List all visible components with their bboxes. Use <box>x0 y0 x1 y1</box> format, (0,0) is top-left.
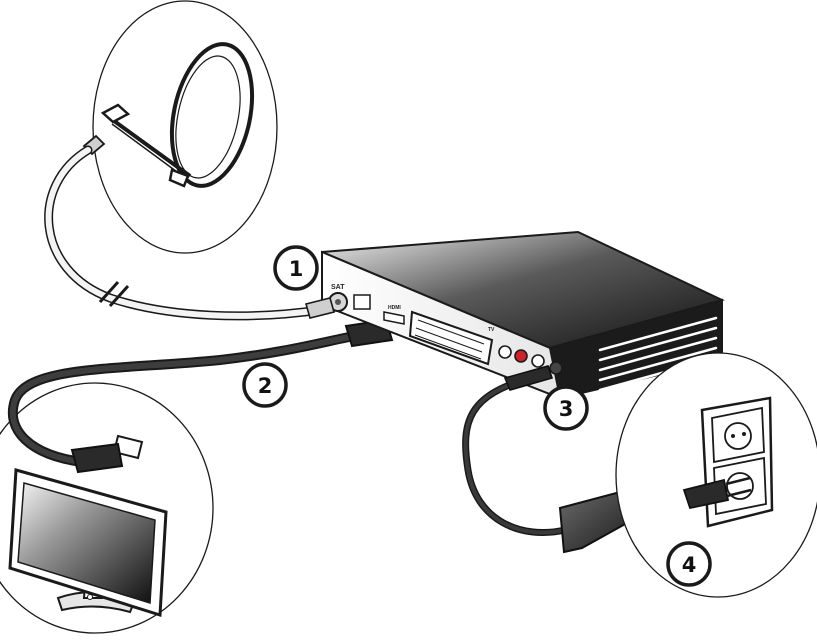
hdmi-cable <box>7 318 394 474</box>
satellite-dish-bubble <box>82 0 278 254</box>
rca-red-port <box>514 349 528 363</box>
receiver-box-icon: SAT HDMI TV <box>305 230 725 400</box>
sat-connector <box>305 292 348 319</box>
tv-label: TV <box>488 327 495 333</box>
step-number-1: 1 <box>289 257 304 281</box>
power-adapter <box>558 490 638 554</box>
step-badge-3: 3 <box>543 385 589 431</box>
power-jack <box>549 361 563 375</box>
satellite-dish-icon <box>82 42 255 188</box>
step-number-3: 3 <box>559 397 574 421</box>
tv-bubble <box>0 382 214 634</box>
ethernet-port <box>353 294 371 310</box>
sat-label: SAT <box>331 284 345 291</box>
vent-slots <box>598 316 718 392</box>
step-badge-1: 1 <box>273 245 319 291</box>
power-outlet-icon <box>682 396 774 528</box>
hdmi-label: HDMI <box>388 305 401 311</box>
tv-screen-icon <box>8 434 168 618</box>
step-badge-2: 2 <box>242 362 288 408</box>
rca-yellow-port <box>531 354 545 368</box>
outlet-bubble <box>615 352 817 598</box>
step-badge-4: 4 <box>666 541 712 587</box>
step-number-4: 4 <box>682 553 697 577</box>
coax-cable <box>44 145 325 321</box>
hdmi-port <box>383 311 405 325</box>
step-number-2: 2 <box>258 374 273 398</box>
rca-white-port <box>498 345 512 359</box>
